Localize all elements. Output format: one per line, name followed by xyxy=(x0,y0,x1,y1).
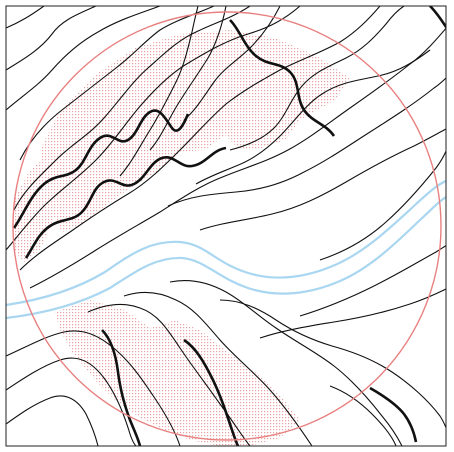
slope-zone-south-valley xyxy=(55,300,300,446)
contour-line xyxy=(219,299,446,429)
river xyxy=(6,179,446,320)
contour-line xyxy=(13,6,251,211)
map-frame-border xyxy=(5,5,447,447)
contour-line xyxy=(6,357,137,446)
contour-line xyxy=(6,6,301,251)
circular-boundary xyxy=(12,11,442,441)
slope-zone-west-shoulder xyxy=(14,140,90,262)
index-contour-line xyxy=(101,329,142,446)
contour-line xyxy=(19,6,215,161)
contour-line xyxy=(119,6,199,177)
contour-line xyxy=(29,27,446,289)
index-contours xyxy=(12,6,446,446)
contour-line xyxy=(329,385,397,446)
contour-line xyxy=(259,288,446,339)
contour-line xyxy=(6,6,97,71)
index-contour-line xyxy=(24,146,227,259)
index-contour-line xyxy=(183,338,240,446)
contour-line xyxy=(319,149,446,261)
contour-line xyxy=(6,6,161,111)
contour-line xyxy=(149,6,227,151)
contour-line xyxy=(169,279,403,446)
contour-line xyxy=(6,330,181,446)
contour-line xyxy=(183,6,281,121)
contour-lines xyxy=(6,6,446,446)
index-contour-line xyxy=(12,109,190,229)
index-contour-line xyxy=(429,6,446,30)
river-bank-south xyxy=(6,195,446,320)
contour-line xyxy=(6,6,45,29)
river-bank-north xyxy=(6,179,446,307)
contour-line xyxy=(87,303,251,446)
contour-line xyxy=(195,49,431,185)
contour-line xyxy=(6,395,99,446)
index-contour-line xyxy=(229,19,336,137)
contour-line xyxy=(299,244,446,317)
contour-line xyxy=(167,77,446,207)
contour-line xyxy=(19,6,381,271)
contour-line xyxy=(123,291,313,446)
index-contour-line xyxy=(369,386,418,443)
contour-line xyxy=(229,6,405,151)
